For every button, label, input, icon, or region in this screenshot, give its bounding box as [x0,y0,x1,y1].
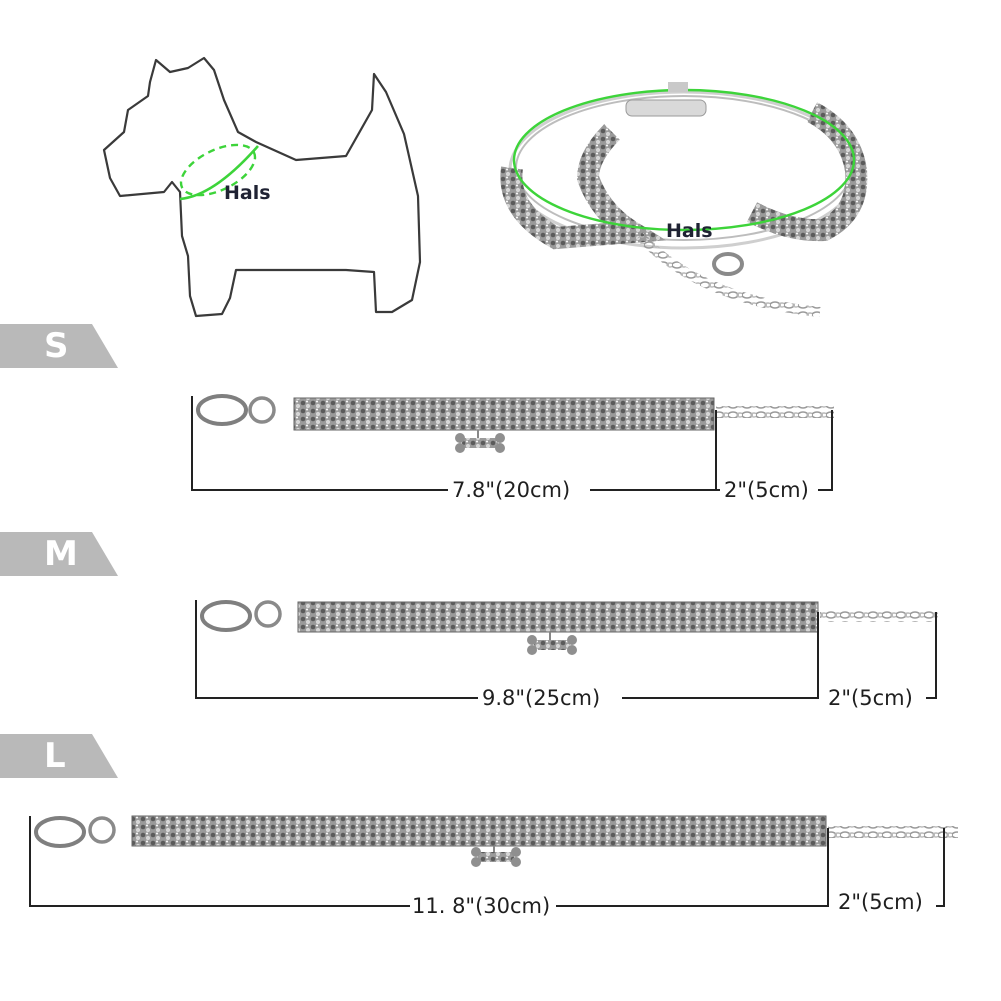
extension-chain-icon [828,826,958,838]
neck-label-collar: Hals [666,220,713,242]
extension-chain-icon [716,406,834,418]
bone-charm-icon [527,632,577,655]
extension-label-l: 2"(5cm) [836,890,925,914]
size-tag-m [0,532,118,576]
rhinestone-collar-icon [500,82,868,317]
size-tag-s [0,324,118,368]
length-label-l: 11. 8"(30cm) [410,894,553,918]
length-label-m: 9.8"(25cm) [480,686,603,710]
size-letter: L [44,736,66,776]
bone-charm-icon [471,846,521,867]
size-letter: M [44,534,78,574]
neck-label-dog: Hals [224,182,271,204]
collar-m [195,600,938,699]
collar-s [191,394,834,491]
bone-charm-icon [455,430,505,453]
neck-highlight [179,143,257,197]
lobster-clasp-icon [196,394,276,426]
extension-chain-icon [820,610,938,622]
lobster-clasp-icon [200,600,282,632]
extension-label-m: 2"(5cm) [826,686,915,710]
dog-silhouette-icon [102,56,422,318]
extension-label-s: 2"(5cm) [722,478,811,502]
length-label-s: 7.8"(20cm) [450,478,573,502]
lobster-clasp-icon [34,816,116,848]
size-letter: S [44,326,69,366]
size-tag-l [0,734,118,778]
collar-l [29,815,958,907]
